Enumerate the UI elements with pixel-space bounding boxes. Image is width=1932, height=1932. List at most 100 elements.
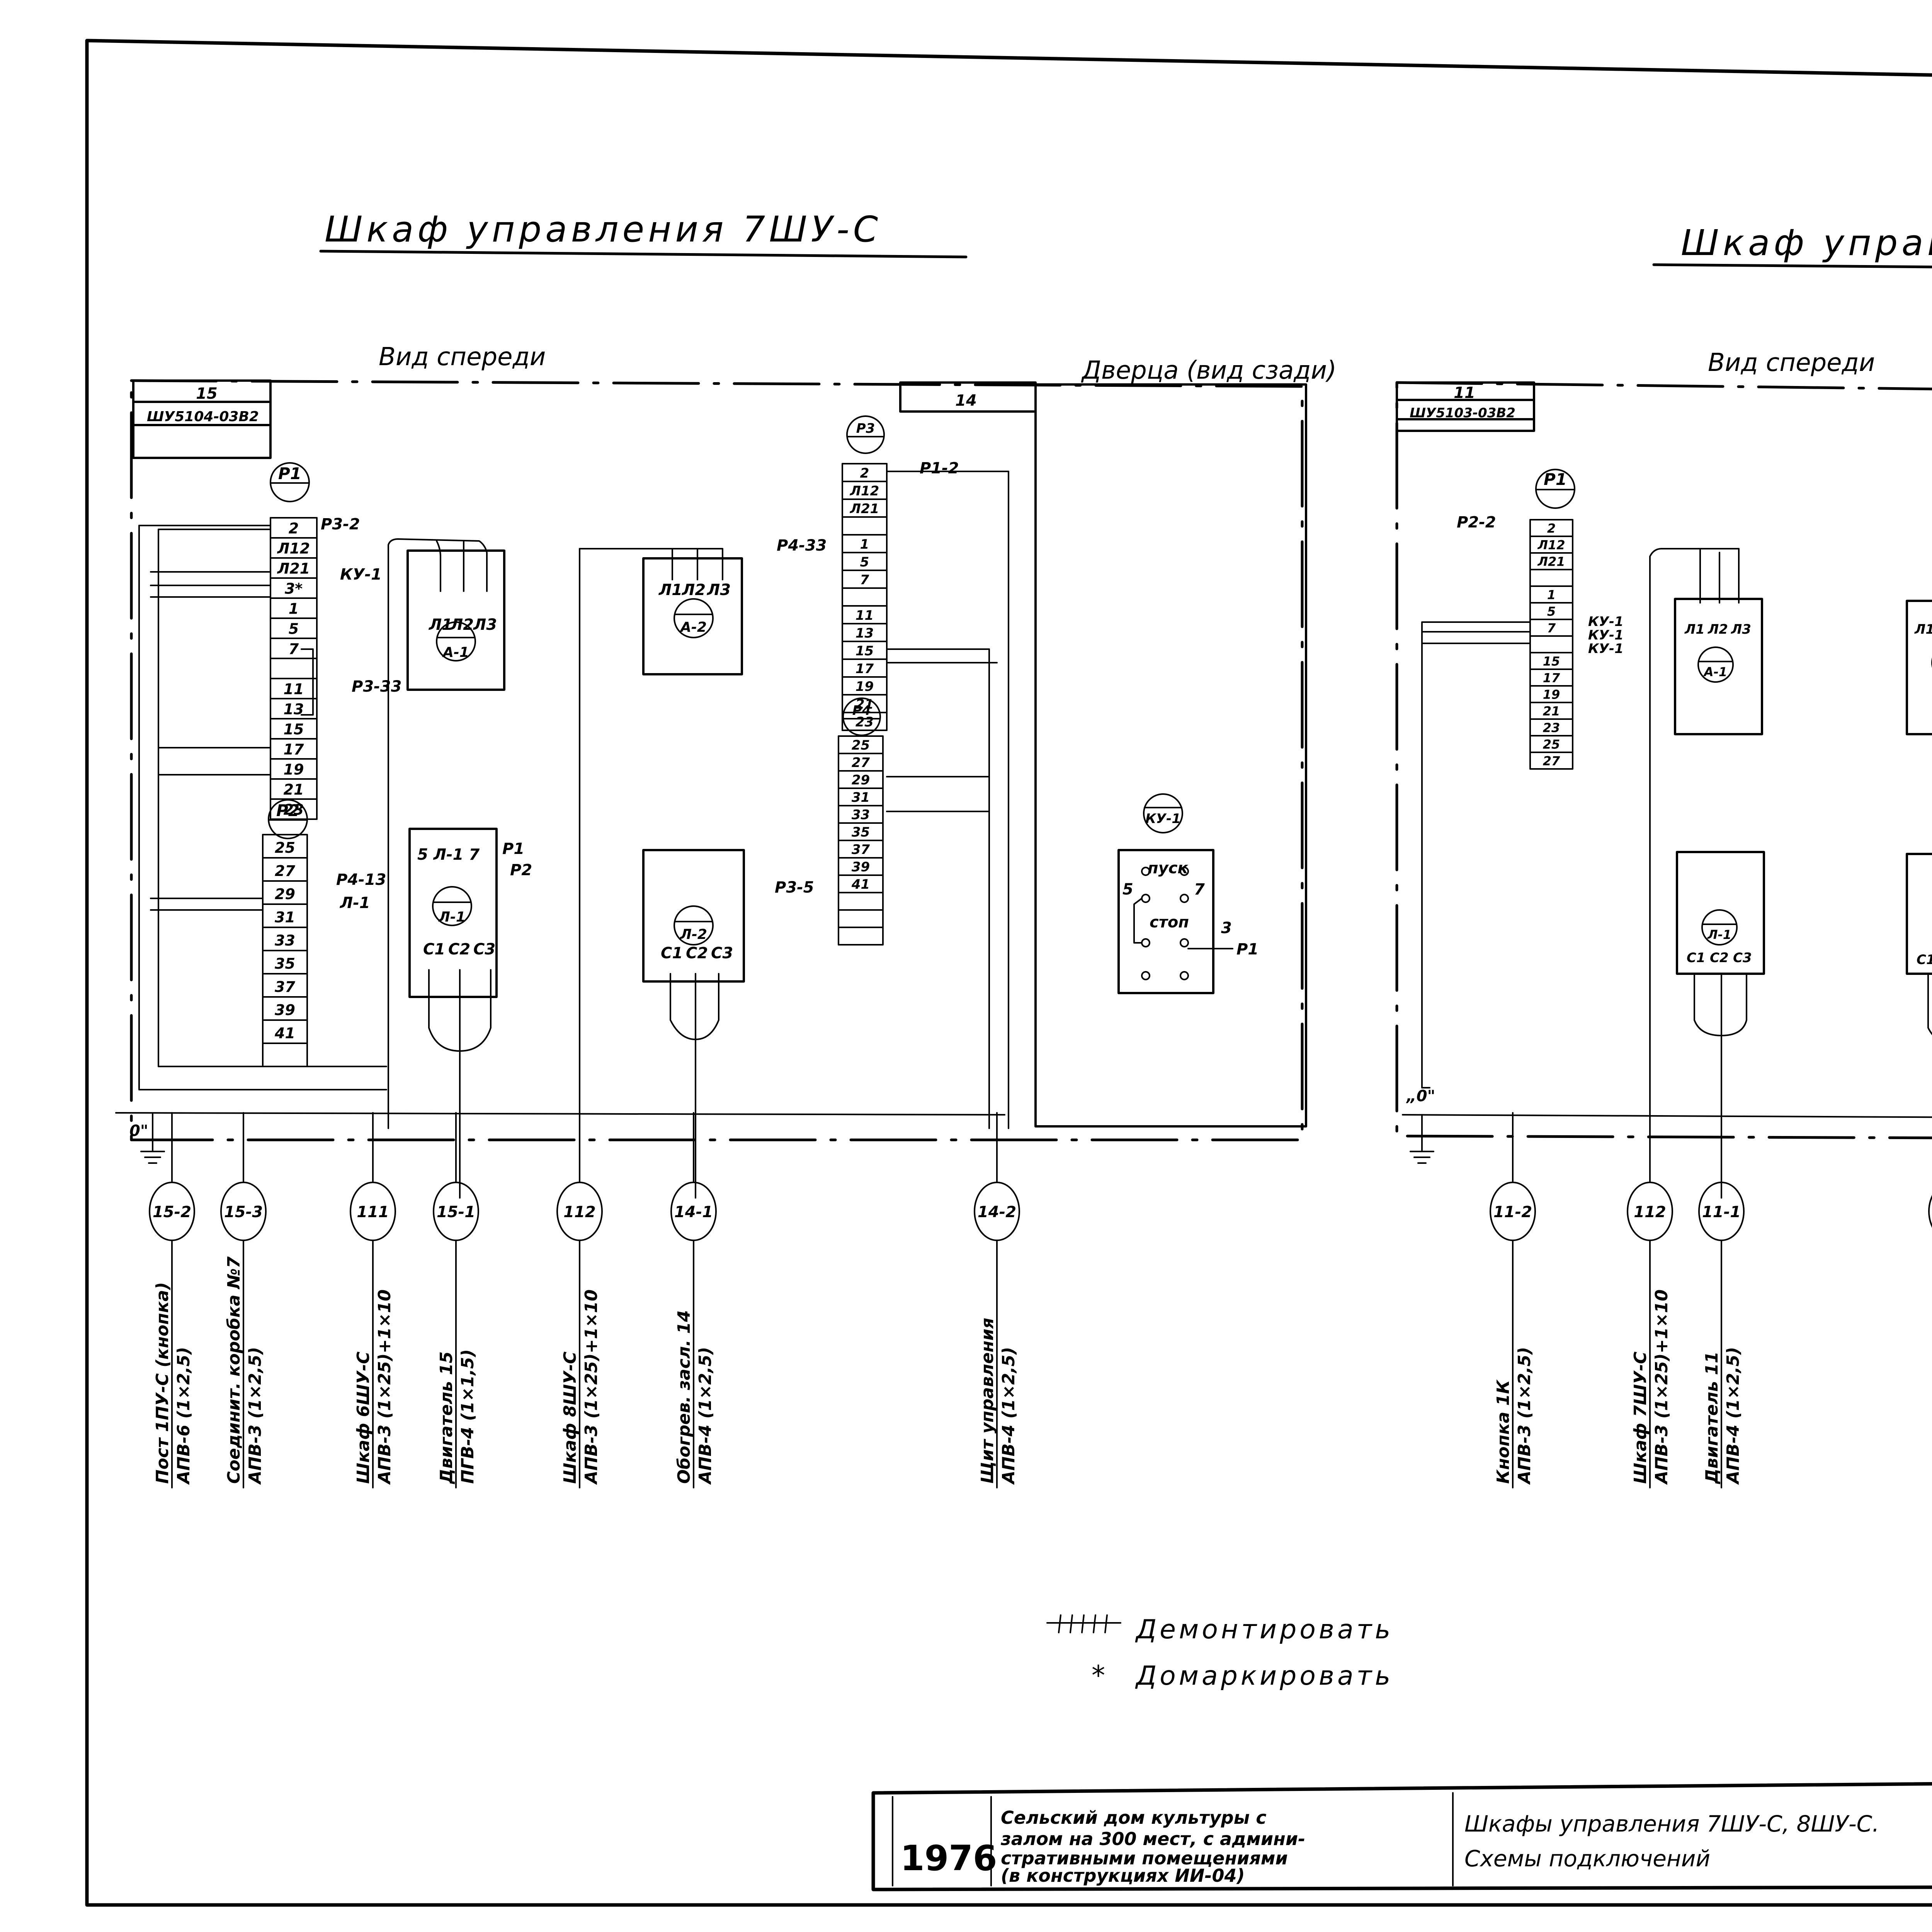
callout: Р4-13 [336, 871, 386, 889]
cable-id: 15-1 [437, 1203, 475, 1221]
terminal-label: 17 [284, 741, 304, 758]
terminal-cell [270, 658, 318, 679]
terminal-cell [842, 587, 888, 607]
device-box [1676, 851, 1765, 975]
device-l1: 5 Л-1 7 Р1 Р2 Л-1 С1 С2 С3 [408, 828, 532, 1199]
legend-remark: Домаркировать [1135, 1661, 1393, 1691]
callout: Р2 [510, 861, 532, 879]
contact-label: 5 Л-1 7 [417, 846, 480, 864]
terminal-label: С3 [1733, 950, 1752, 966]
wire [1694, 973, 1747, 1199]
callout: КУ-1 [340, 566, 382, 583]
wire [1421, 621, 1531, 1088]
cable-marker [1928, 1195, 1932, 1228]
relay-marker [846, 415, 885, 454]
terminal-label: Л3 [473, 616, 497, 634]
wire [428, 969, 492, 1199]
terminal-label: 19 [1543, 687, 1560, 702]
terminal-label: 25 [1543, 737, 1560, 752]
terminal-label: 21 [1543, 704, 1560, 719]
terminal-label: С2 [1710, 950, 1729, 966]
cable-id: 112 [1634, 1203, 1666, 1221]
terminal-label: 31 [275, 909, 295, 926]
cable-name: Шкаф 6ШУ-С [354, 1352, 373, 1484]
terminal-label: 39 [852, 859, 870, 875]
terminal-label: 15 [855, 643, 874, 659]
title-underline [1652, 263, 1932, 269]
device-id: Л-2 [680, 927, 707, 942]
door-view-label: Дверца (вид сзади) [1081, 356, 1337, 385]
callout: КУ-1 [1588, 614, 1624, 629]
terminal-label: 33 [275, 932, 295, 949]
year: 1976 [900, 1838, 997, 1879]
zero-bus [1402, 1114, 1932, 1118]
terminal-label: Л2 [1708, 622, 1728, 637]
sheet-title: Шкафы управления 7ШУ-С, 8ШУ-С. [1464, 1811, 1879, 1837]
terminal-label: Л21 [850, 501, 879, 517]
terminal-label: С2 [686, 944, 708, 962]
terminal-label: Л1 [1914, 622, 1932, 637]
terminal-label: С1 [423, 940, 445, 958]
terminal-label: 35 [852, 825, 870, 840]
zero-bus-label: 0" [129, 1122, 148, 1140]
cable-id: 11-1 [1702, 1203, 1741, 1221]
station-id: КУ-1 [1145, 811, 1181, 827]
terminal-label: С3 [711, 944, 733, 962]
contact [1141, 867, 1150, 876]
cable-spec: АПВ-6 (1×2,5) [174, 1347, 194, 1485]
terminal-label: 2 [289, 520, 299, 537]
ground-icon [140, 1112, 165, 1164]
relay-marker [1535, 469, 1575, 509]
terminal-label: 7 [1547, 621, 1556, 636]
contact [1180, 938, 1189, 947]
terminal-label: 17 [855, 661, 874, 677]
wire [138, 525, 387, 1090]
cable-id: 112 [563, 1203, 596, 1221]
device-id: А-1 [442, 645, 469, 660]
device-box [642, 849, 745, 983]
device-id: А-2 [679, 619, 707, 635]
terminal-label: Л1 [429, 616, 452, 634]
side-panel-box [899, 381, 1037, 413]
cable-spec: АПВ-4 (1×2,5) [696, 1347, 715, 1485]
cable-spec: АПВ-3 (1×25)+1×10 [375, 1289, 395, 1485]
terminal-label: 11 [855, 608, 874, 623]
ground-icon [1410, 1114, 1434, 1164]
device-marker [673, 598, 714, 638]
callout: Р1-2 [920, 459, 959, 477]
terminal-label: С2 [448, 940, 470, 958]
wire [886, 471, 1009, 1129]
right-cabinet: Шкаф управления 8ШУ-С Вид спереди Дверца… [1395, 222, 1932, 1488]
terminal-label: 29 [852, 772, 870, 788]
button-station: КУ-1 пуск стоп 5 7 3 Р1 [1117, 793, 1259, 994]
callout: Л-1 [340, 894, 370, 912]
callout: Р3-33 [352, 678, 401, 696]
terminal-label: 13 [284, 701, 304, 718]
contact [1141, 971, 1150, 980]
side-panel-id: 14 [955, 392, 977, 410]
terminal-label: Л2 [682, 581, 706, 599]
relay-id: Р1 [1544, 470, 1567, 489]
object-line: залом на 300 мест, с админи- [1000, 1828, 1305, 1849]
object-line: Сельский дом культуры с [1001, 1807, 1267, 1828]
enclosure-outline [130, 379, 1304, 1141]
device-l2: Л-2 С1 С2 С3 [642, 849, 745, 1199]
terminal-label: Л12 [1537, 538, 1565, 553]
cable-spec: АПВ-3 (1×2,5) [1515, 1347, 1534, 1485]
cable-spec: АПВ-3 (1×25)+1×10 [1652, 1289, 1672, 1485]
device-a1: А-1 Л1 Л2 Л3 [388, 538, 505, 1129]
terminal-label: 7 [860, 572, 869, 588]
zero-bus-label: „0" [1406, 1087, 1435, 1105]
device-id: Л-1 [438, 909, 466, 925]
front-view-label: Вид спереди [1708, 349, 1875, 377]
device-l1: Л-1 С1 С2 С3 [1676, 851, 1765, 1199]
legend: Демонтировать * Домаркировать [1046, 1614, 1393, 1691]
terminal-label: 5 [860, 554, 869, 570]
